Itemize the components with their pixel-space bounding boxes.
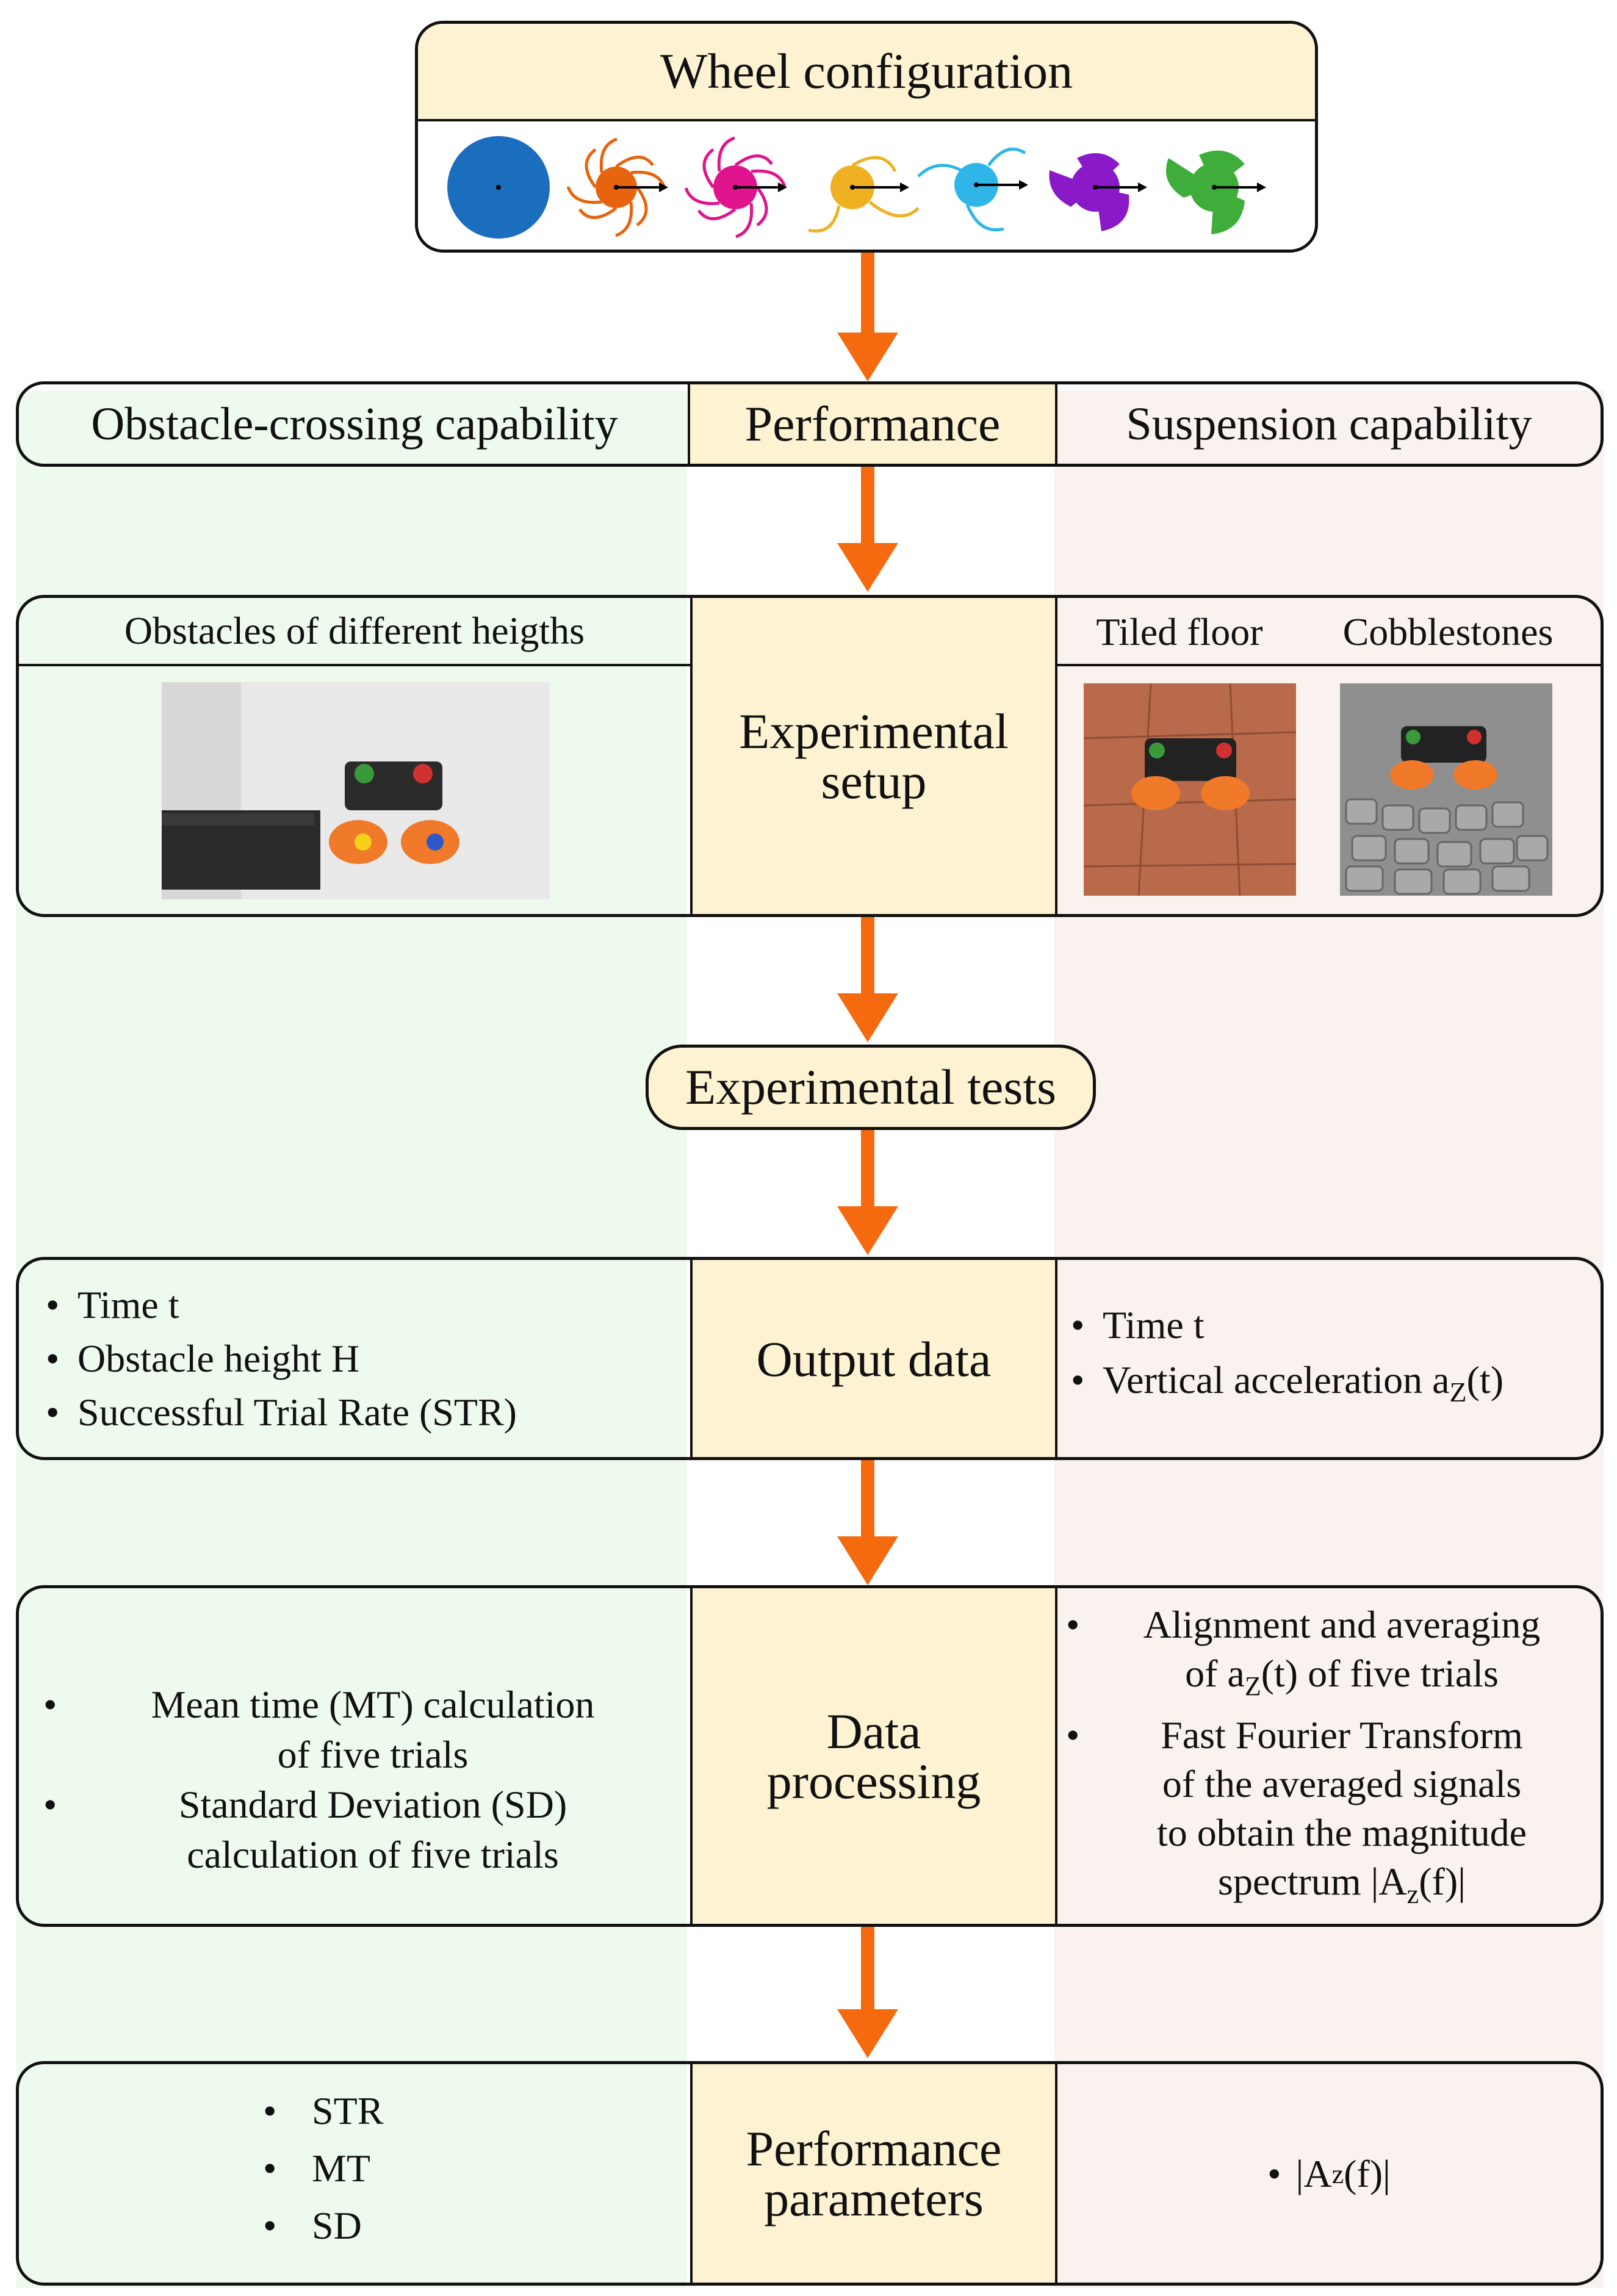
experimental-setup-row: Obstacles of different heigths Experimen… — [16, 595, 1604, 917]
standard-deviation-line2: calculation of five trials — [187, 1833, 559, 1876]
data-processing-label: Data processing — [690, 1588, 1057, 1924]
obstacles-title: Obstacles of different heigths — [19, 598, 690, 666]
wheel-icon-green — [1165, 150, 1266, 234]
data-processing-right-list: • Alignment and averaging of aZ(t) of fi… — [1066, 1600, 1599, 1919]
fft-line4: spectrum |Az(f)| — [1218, 1859, 1466, 1909]
tiled-floor-photo — [1084, 683, 1296, 896]
suspension-label: Suspension capability — [1126, 398, 1532, 450]
fft-line3: to obtain the magnitude — [1156, 1810, 1527, 1854]
output-data-right-list: Time t Vertical acceleration aZ(t) — [1066, 1298, 1597, 1420]
flow-arrow-6-head — [837, 2009, 898, 2058]
cobblestones-title: Cobblestones — [1342, 610, 1554, 653]
data-processing-line2: processing — [766, 1754, 981, 1809]
flow-arrow-5-head — [837, 1536, 898, 1585]
obstacle-crossing-label: Obstacle-crossing capability — [91, 398, 618, 450]
mean-time-line1: Mean time (MT) calculation — [151, 1683, 595, 1726]
performance-parameters-line2: parameters — [764, 2171, 984, 2226]
performance-parameters-label: Performance parameters — [690, 2064, 1057, 2283]
list-item: • Standard Deviation (SD) calculation of… — [43, 1780, 678, 1880]
wheel-configuration-box: Wheel configuration — [415, 21, 1318, 253]
list-item: Obstacle height H — [41, 1332, 682, 1386]
list-item: •MT — [263, 2147, 370, 2190]
list-item: • Mean time (MT) calculation of five tri… — [43, 1680, 678, 1780]
flow-arrow-4-head — [837, 1206, 898, 1255]
output-data-row: Time t Obstacle height H Successful Tria… — [16, 1257, 1604, 1460]
wheel-icon-orange — [566, 137, 668, 237]
wheel-icon-magenta — [684, 136, 787, 239]
wheel-icon-disk — [447, 136, 550, 239]
alignment-line1: Alignment and averaging — [1143, 1603, 1541, 1646]
list-item: Successful Trial Rate (STR) — [41, 1386, 682, 1439]
data-processing-line1: Data — [826, 1704, 921, 1759]
list-item: •SD — [263, 2204, 362, 2247]
wheel-configuration-title: Wheel configuration — [418, 24, 1315, 121]
performance-parameters-line1: Performance — [746, 2121, 1002, 2176]
list-item: Vertical acceleration aZ(t) — [1066, 1353, 1597, 1420]
obstacles-photo — [162, 682, 550, 899]
experimental-setup-line2: setup — [821, 754, 927, 809]
flow-arrow-1-head — [837, 333, 898, 381]
data-processing-row: • Mean time (MT) calculation of five tri… — [16, 1585, 1604, 1927]
flow-arrow-3-head — [837, 993, 898, 1042]
wheel-icon-purple — [1049, 153, 1147, 231]
output-data-label: Output data — [690, 1260, 1057, 1457]
mean-time-line2: of five trials — [277, 1733, 469, 1776]
list-item: Time t — [1066, 1298, 1597, 1353]
vertical-acceleration-sub: Z — [1449, 1376, 1467, 1408]
performance-row: Obstacle-crossing capability Performance… — [16, 381, 1604, 467]
list-item: •STR — [263, 2089, 384, 2132]
data-processing-left-list: • Mean time (MT) calculation of five tri… — [43, 1680, 678, 1880]
cobblestones-photo — [1340, 683, 1552, 896]
flow-arrow-6 — [861, 1927, 874, 2012]
flow-arrow-1 — [861, 253, 874, 336]
wheel-icon-cyan — [917, 147, 1028, 232]
performance-parameters-left-list: •STR •MT •SD — [263, 2082, 507, 2255]
fft-line2: of the averaged signals — [1162, 1762, 1522, 1805]
experimental-setup-label: Experimental setup — [690, 598, 1057, 914]
list-item: • Alignment and averaging of aZ(t) of fi… — [1066, 1600, 1599, 1711]
experimental-tests-label: Experimental tests — [646, 1045, 1096, 1130]
output-data-left-list: Time t Obstacle height H Successful Tria… — [41, 1278, 682, 1439]
flow-arrow-5 — [861, 1460, 874, 1539]
tiled-floor-title: Tiled floor — [1096, 610, 1263, 653]
fft-line1: Fast Fourier Transform — [1161, 1713, 1523, 1757]
terrain-titles: Tiled floor Cobblestones — [1057, 598, 1601, 666]
list-item: Time t — [41, 1278, 682, 1332]
list-item: • Fast Fourier Transform of the averaged… — [1066, 1711, 1599, 1919]
experimental-setup-line1: Experimental — [739, 704, 1009, 759]
flow-arrow-2 — [861, 467, 874, 546]
flow-arrow-3 — [861, 917, 874, 996]
flow-arrow-2-head — [837, 543, 898, 592]
alignment-line2: of aZ(t) of five trials — [1185, 1652, 1499, 1701]
standard-deviation-line1: Standard Deviation (SD) — [178, 1783, 567, 1826]
wheel-row — [418, 121, 1315, 250]
vertical-acceleration-text: Vertical acceleration a — [1103, 1358, 1450, 1402]
wheel-icon-yellow — [808, 156, 920, 233]
flow-arrow-4 — [861, 1130, 874, 1209]
vertical-acceleration-tail: (t) — [1466, 1358, 1504, 1402]
performance-label: Performance — [688, 384, 1057, 464]
